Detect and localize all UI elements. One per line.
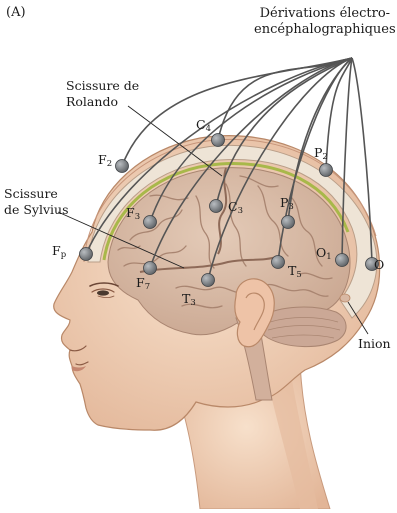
electrode-label-T5: T5 — [288, 264, 302, 280]
label-inion: Inion — [358, 336, 391, 352]
electrode-label-T3: T3 — [182, 292, 196, 308]
label-rolando-line-2: Rolando — [66, 94, 139, 110]
electrode-O1 — [336, 254, 349, 267]
electrode-F2 — [116, 160, 129, 173]
electrode-label-O: O — [374, 258, 384, 274]
label-sylvius: Scissure de Sylvius — [4, 186, 69, 217]
electrode-label-C4: C4 — [196, 118, 211, 134]
label-rolando: Scissure de Rolando — [66, 78, 139, 109]
electrode-label-P2: P2 — [314, 146, 328, 162]
title-line-1: Dérivations électro- — [254, 6, 396, 22]
electrode-T3 — [202, 274, 215, 287]
electrode-label-O1: O1 — [316, 246, 332, 262]
electrode-P2 — [320, 164, 333, 177]
electrode-P3 — [282, 216, 295, 229]
electrode-Fp — [80, 248, 93, 261]
electrode-label-C3: C3 — [228, 200, 243, 216]
electrode-label-P3: P3 — [280, 196, 294, 212]
label-sylvius-line-2: de Sylvius — [4, 202, 69, 218]
title: Dérivations électro- encéphalographiques — [254, 6, 396, 39]
electrode-F7 — [144, 262, 157, 275]
title-line-2: encéphalographiques — [254, 22, 396, 38]
electrode-F3 — [144, 216, 157, 229]
label-sylvius-line-1: Scissure — [4, 186, 69, 202]
inion-bump — [340, 294, 350, 302]
electrode-label-Fp: Fp — [52, 244, 66, 260]
electrode-C4 — [212, 134, 225, 147]
label-rolando-line-1: Scissure de — [66, 78, 139, 94]
electrode-label-F3: F3 — [126, 206, 140, 222]
electrode-C3 — [210, 200, 223, 213]
electrode-label-F7: F7 — [136, 276, 150, 292]
electrode-label-F2: F2 — [98, 153, 112, 169]
electrode-T5 — [272, 256, 285, 269]
wire-P2 — [326, 58, 352, 170]
eye — [97, 290, 109, 295]
panel-label: (A) — [6, 6, 26, 20]
